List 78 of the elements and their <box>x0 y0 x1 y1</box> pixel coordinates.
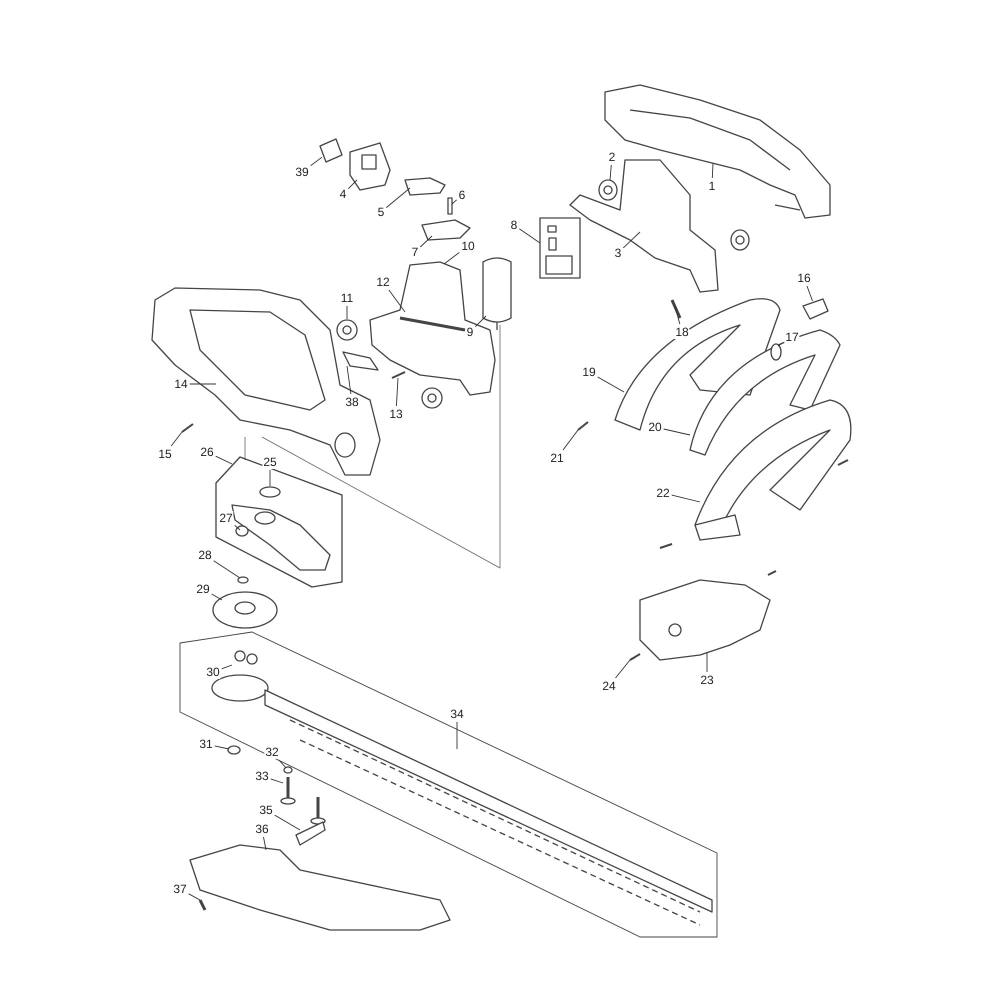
callout-number: 9 <box>466 325 474 339</box>
leader-line <box>444 252 460 264</box>
callout-number: 17 <box>784 330 800 344</box>
leader-line <box>597 376 624 392</box>
callout-number: 22 <box>655 486 671 500</box>
callout-number: 18 <box>674 325 690 339</box>
leader-line <box>270 778 284 784</box>
callout-number: 8 <box>510 218 518 232</box>
leader-line <box>234 524 240 530</box>
callout-number: 4 <box>338 187 348 201</box>
callout-number: 32 <box>264 745 280 759</box>
leader-line <box>396 378 398 406</box>
callout-number: 30 <box>205 665 221 679</box>
leader-line <box>474 316 486 328</box>
leader-line <box>386 188 410 208</box>
callout-number: 11 <box>340 291 354 305</box>
callout-number: 1 <box>708 179 716 193</box>
leader-line <box>274 814 300 830</box>
leader-line <box>615 660 630 678</box>
leader-line <box>263 836 266 850</box>
callout-number: 19 <box>581 365 597 379</box>
leader-line <box>610 164 612 180</box>
callout-number: 25 <box>262 455 278 469</box>
callout-number: 10 <box>460 239 476 253</box>
leader-line <box>452 199 458 204</box>
callout-number: 39 <box>294 165 310 179</box>
callout-number: 31 <box>198 737 214 751</box>
leader-line <box>348 180 358 190</box>
leader-line <box>188 893 200 900</box>
leader-line <box>170 432 182 446</box>
leader-line <box>346 306 348 320</box>
callout-number: 37 <box>172 882 188 896</box>
leader-line <box>310 156 322 166</box>
callout-number: 5 <box>376 205 386 219</box>
leader-line <box>214 745 230 750</box>
leader-line <box>622 232 640 248</box>
callout-number: 29 <box>195 582 211 596</box>
callout-number: 12 <box>375 275 391 289</box>
callout-number: 13 <box>388 407 404 421</box>
leader-line <box>706 652 708 672</box>
callout-number: 20 <box>647 420 663 434</box>
label-sheet-drawing <box>319 138 343 163</box>
leader-line <box>671 494 700 502</box>
callout-number: 21 <box>549 451 565 465</box>
leader-line <box>213 560 240 578</box>
callout-number: 24 <box>601 679 617 693</box>
callout-number: 35 <box>258 803 274 817</box>
leader-line <box>778 342 784 346</box>
leader-line <box>346 366 352 394</box>
callout-number: 3 <box>614 246 622 260</box>
connector-part-drawing <box>802 298 829 320</box>
leader-line <box>674 306 680 324</box>
callout-number: 6 <box>458 188 466 202</box>
callout-number: 36 <box>254 822 270 836</box>
callout-number: 2 <box>608 150 616 164</box>
leader-line <box>420 236 432 248</box>
callout-number: 16 <box>796 271 812 285</box>
callout-number: 7 <box>410 245 420 259</box>
callout-number: 26 <box>199 445 215 459</box>
callout-number: 28 <box>197 548 213 562</box>
leader-line <box>278 760 286 768</box>
callout-number: 23 <box>699 673 715 687</box>
callout-number: 14 <box>173 377 189 391</box>
callout-number: 15 <box>157 447 173 461</box>
callout-number: 33 <box>254 769 270 783</box>
leader-line <box>806 286 813 302</box>
callout-number: 38 <box>344 395 360 409</box>
leader-line <box>215 456 232 464</box>
leader-line <box>211 594 222 600</box>
callout-number: 27 <box>218 511 234 525</box>
leader-line <box>562 430 578 450</box>
leader-line <box>518 228 540 244</box>
leader-line <box>663 428 690 436</box>
leader-line <box>712 162 714 178</box>
leader-line <box>221 664 232 670</box>
leader-line <box>388 290 406 312</box>
leader-line <box>456 722 458 750</box>
callout-number: 34 <box>449 707 465 721</box>
